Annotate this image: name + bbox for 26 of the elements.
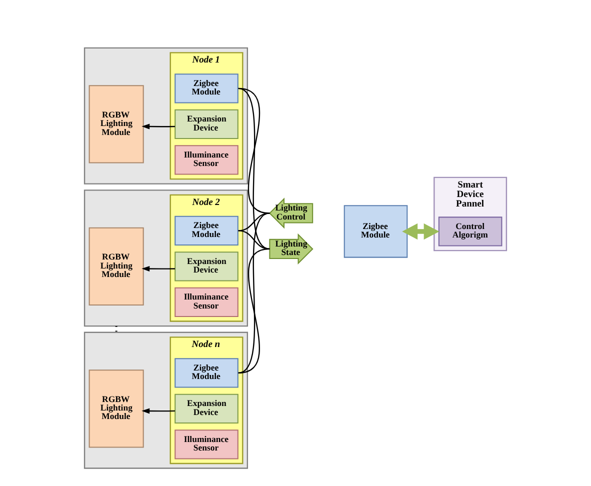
node-box: Illuminance Sensor bbox=[174, 145, 238, 175]
arrow bbox=[142, 266, 175, 272]
node-box: Zigbee Module bbox=[174, 358, 238, 388]
node-box: Control Algorigm bbox=[438, 216, 502, 246]
cluster bbox=[84, 47, 248, 184]
node-box: Zigbee Module bbox=[174, 74, 238, 104]
connector bbox=[238, 230, 270, 250]
arrow bbox=[142, 124, 175, 130]
arrow bbox=[142, 408, 175, 414]
cluster bbox=[84, 190, 248, 327]
arrow bbox=[402, 223, 440, 240]
connector bbox=[238, 212, 270, 232]
node-box: RGBW Lighting Module bbox=[88, 227, 144, 306]
connector bbox=[238, 212, 270, 374]
node-box: RGBW Lighting Module bbox=[88, 370, 144, 448]
node-box: RGBW Lighting Module bbox=[88, 85, 144, 164]
node-box: Illuminance Sensor bbox=[174, 287, 238, 318]
node-box: Expansion Device bbox=[174, 394, 238, 424]
node-box: Illuminance Sensor bbox=[174, 430, 238, 460]
cluster bbox=[84, 332, 248, 469]
connector bbox=[238, 88, 270, 250]
node-box: Zigbee Module bbox=[344, 205, 408, 258]
node-box: Zigbee Module bbox=[174, 216, 238, 246]
node-box: Expansion Device bbox=[174, 252, 238, 282]
connector bbox=[238, 248, 270, 374]
node-box: Expansion Device bbox=[174, 109, 238, 140]
